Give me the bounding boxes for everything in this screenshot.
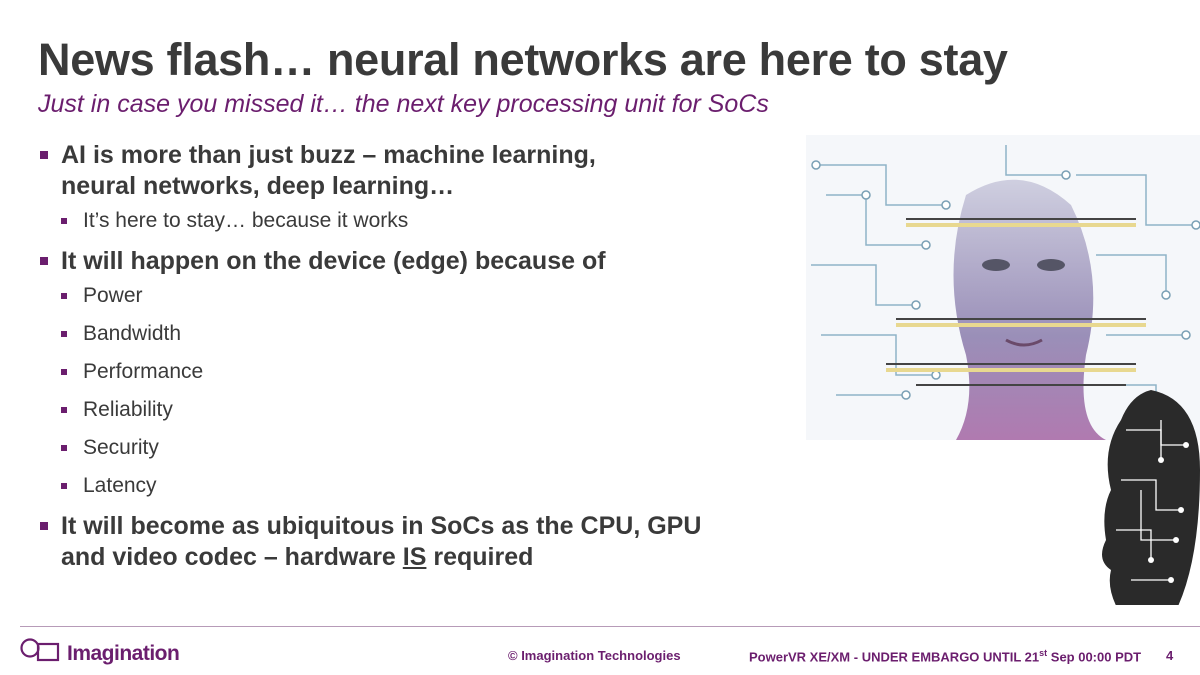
bullet-ubiquitous-line2-post: required <box>426 543 534 571</box>
bullet-ai-buzz: AI is more than just buzz – machine lear… <box>38 140 768 202</box>
page-number: 4 <box>1166 648 1174 663</box>
slide-subtitle: Just in case you missed it… the next key… <box>38 90 769 118</box>
sub-bullet-performance: Performance <box>38 359 768 385</box>
imagination-logo <box>20 638 60 662</box>
sub-bullet-here-to-stay: It’s here to stay… because it works <box>38 208 768 234</box>
logo-text: Imagination <box>67 642 180 665</box>
bullet-ubiquitous-line2-pre: and video codec – hardware <box>61 543 403 571</box>
copyright-text: © Imagination Technologies <box>508 648 681 663</box>
sub-bullet-latency: Latency <box>38 473 768 499</box>
sub-bullet-security: Security <box>38 435 768 461</box>
footer-divider <box>20 626 1200 627</box>
ai-face-circuit-illustration <box>806 135 1200 605</box>
bullet-edge: It will happen on the device (edge) beca… <box>38 246 768 277</box>
bullet-list: AI is more than just buzz – machine lear… <box>38 140 768 579</box>
bullet-ai-buzz-line1: AI is more than just buzz – machine lear… <box>61 141 596 169</box>
sub-bullet-reliability: Reliability <box>38 397 768 423</box>
embargo-text-post: Sep 00:00 PDT <box>1047 649 1142 665</box>
embargo-text-pre: PowerVR XE/XM - UNDER EMBARGO UNTIL 21 <box>749 649 1040 665</box>
embargo-ordinal: st <box>1039 648 1048 658</box>
slide-title: News flash… neural networks are here to … <box>38 34 1008 85</box>
bullet-ubiquitous-emphasis: IS <box>402 543 427 571</box>
bullet-ubiquitous: It will become as ubiquitous in SoCs as … <box>38 511 768 573</box>
embargo-notice: PowerVR XE/XM - UNDER EMBARGO UNTIL 21st… <box>749 648 1141 664</box>
imagination-logo-icon <box>20 638 60 662</box>
bullet-ubiquitous-line1: It will become as ubiquitous in SoCs as … <box>61 512 702 540</box>
sub-bullet-bandwidth: Bandwidth <box>38 321 768 347</box>
bullet-ai-buzz-line2: neural networks, deep learning… <box>61 172 455 200</box>
sub-bullet-power: Power <box>38 283 768 309</box>
